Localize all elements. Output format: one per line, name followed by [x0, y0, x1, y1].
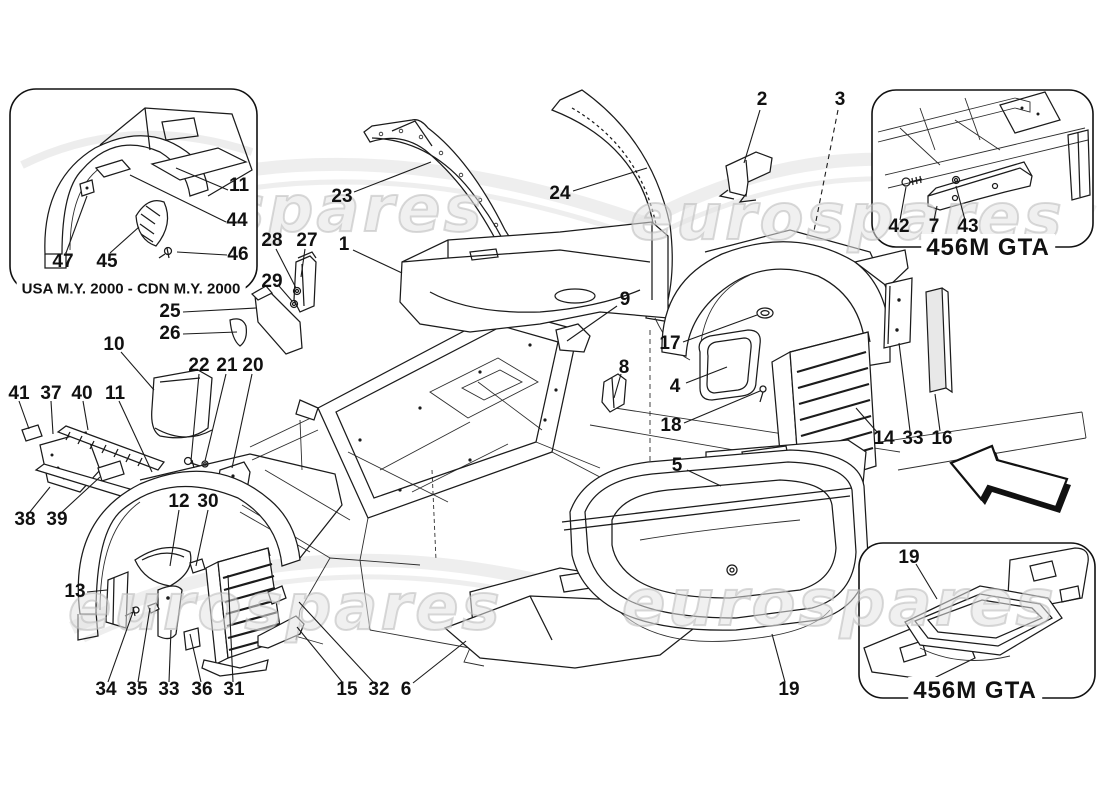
leader-line	[182, 331, 238, 335]
leader-line	[278, 285, 293, 302]
leader-line	[168, 629, 172, 683]
leader-line	[296, 626, 344, 684]
leader-line	[204, 373, 227, 462]
leader-line	[190, 373, 200, 462]
bracket-27-28-29-drawing	[289, 251, 317, 313]
leader-line	[169, 509, 180, 567]
leader-line	[129, 174, 227, 223]
leader-line	[412, 640, 467, 684]
leader-line	[933, 205, 938, 221]
leader-line	[898, 342, 911, 432]
leader-line	[227, 574, 234, 683]
luggage-compartment-drawing	[443, 439, 869, 669]
leader-line	[86, 589, 108, 593]
leader-line	[572, 167, 648, 192]
leader-line	[300, 248, 306, 278]
leader-line	[189, 633, 202, 683]
leader-line	[899, 186, 907, 221]
leader-line	[28, 486, 51, 514]
bracket-2-drawing	[718, 151, 773, 203]
leader-line	[109, 226, 140, 254]
leader-line	[60, 476, 101, 514]
leader-line	[65, 195, 88, 254]
leader-line	[813, 109, 839, 232]
leader-line	[82, 400, 89, 431]
left-wheel-arch-cluster-drawing	[77, 453, 343, 677]
leader-line	[137, 607, 151, 683]
leader-line	[682, 314, 758, 343]
inset-bottom-right	[858, 542, 1096, 699]
leader-line	[686, 469, 722, 487]
leader-line	[18, 400, 30, 430]
leader-line	[50, 400, 54, 435]
direction-arrow	[949, 444, 1071, 513]
leader-line	[934, 393, 941, 432]
leader-line	[613, 373, 622, 399]
leader-line	[182, 307, 257, 313]
leader-line	[120, 351, 155, 391]
leader-line	[118, 400, 153, 473]
leader-line	[353, 161, 432, 193]
leader-line	[107, 611, 134, 683]
inset-top-right	[871, 89, 1094, 248]
leader-line	[298, 601, 375, 684]
leader-line	[275, 248, 297, 289]
leader-line	[176, 251, 228, 256]
leader-line	[771, 633, 786, 683]
leader-line	[915, 563, 938, 600]
bracket-8-drawing	[601, 373, 627, 413]
sill-pieces-drawing	[21, 424, 166, 501]
leader-line	[195, 509, 209, 567]
leader-line	[743, 109, 761, 164]
bumper-structure-1-drawing	[399, 221, 669, 333]
leader-line	[855, 407, 878, 433]
leader-line	[231, 373, 253, 469]
leader-line	[566, 305, 618, 342]
leader-line	[685, 366, 728, 384]
leader-line	[352, 249, 403, 274]
leader-line	[955, 185, 966, 221]
leader-line	[683, 390, 761, 424]
leader-line	[175, 167, 229, 191]
